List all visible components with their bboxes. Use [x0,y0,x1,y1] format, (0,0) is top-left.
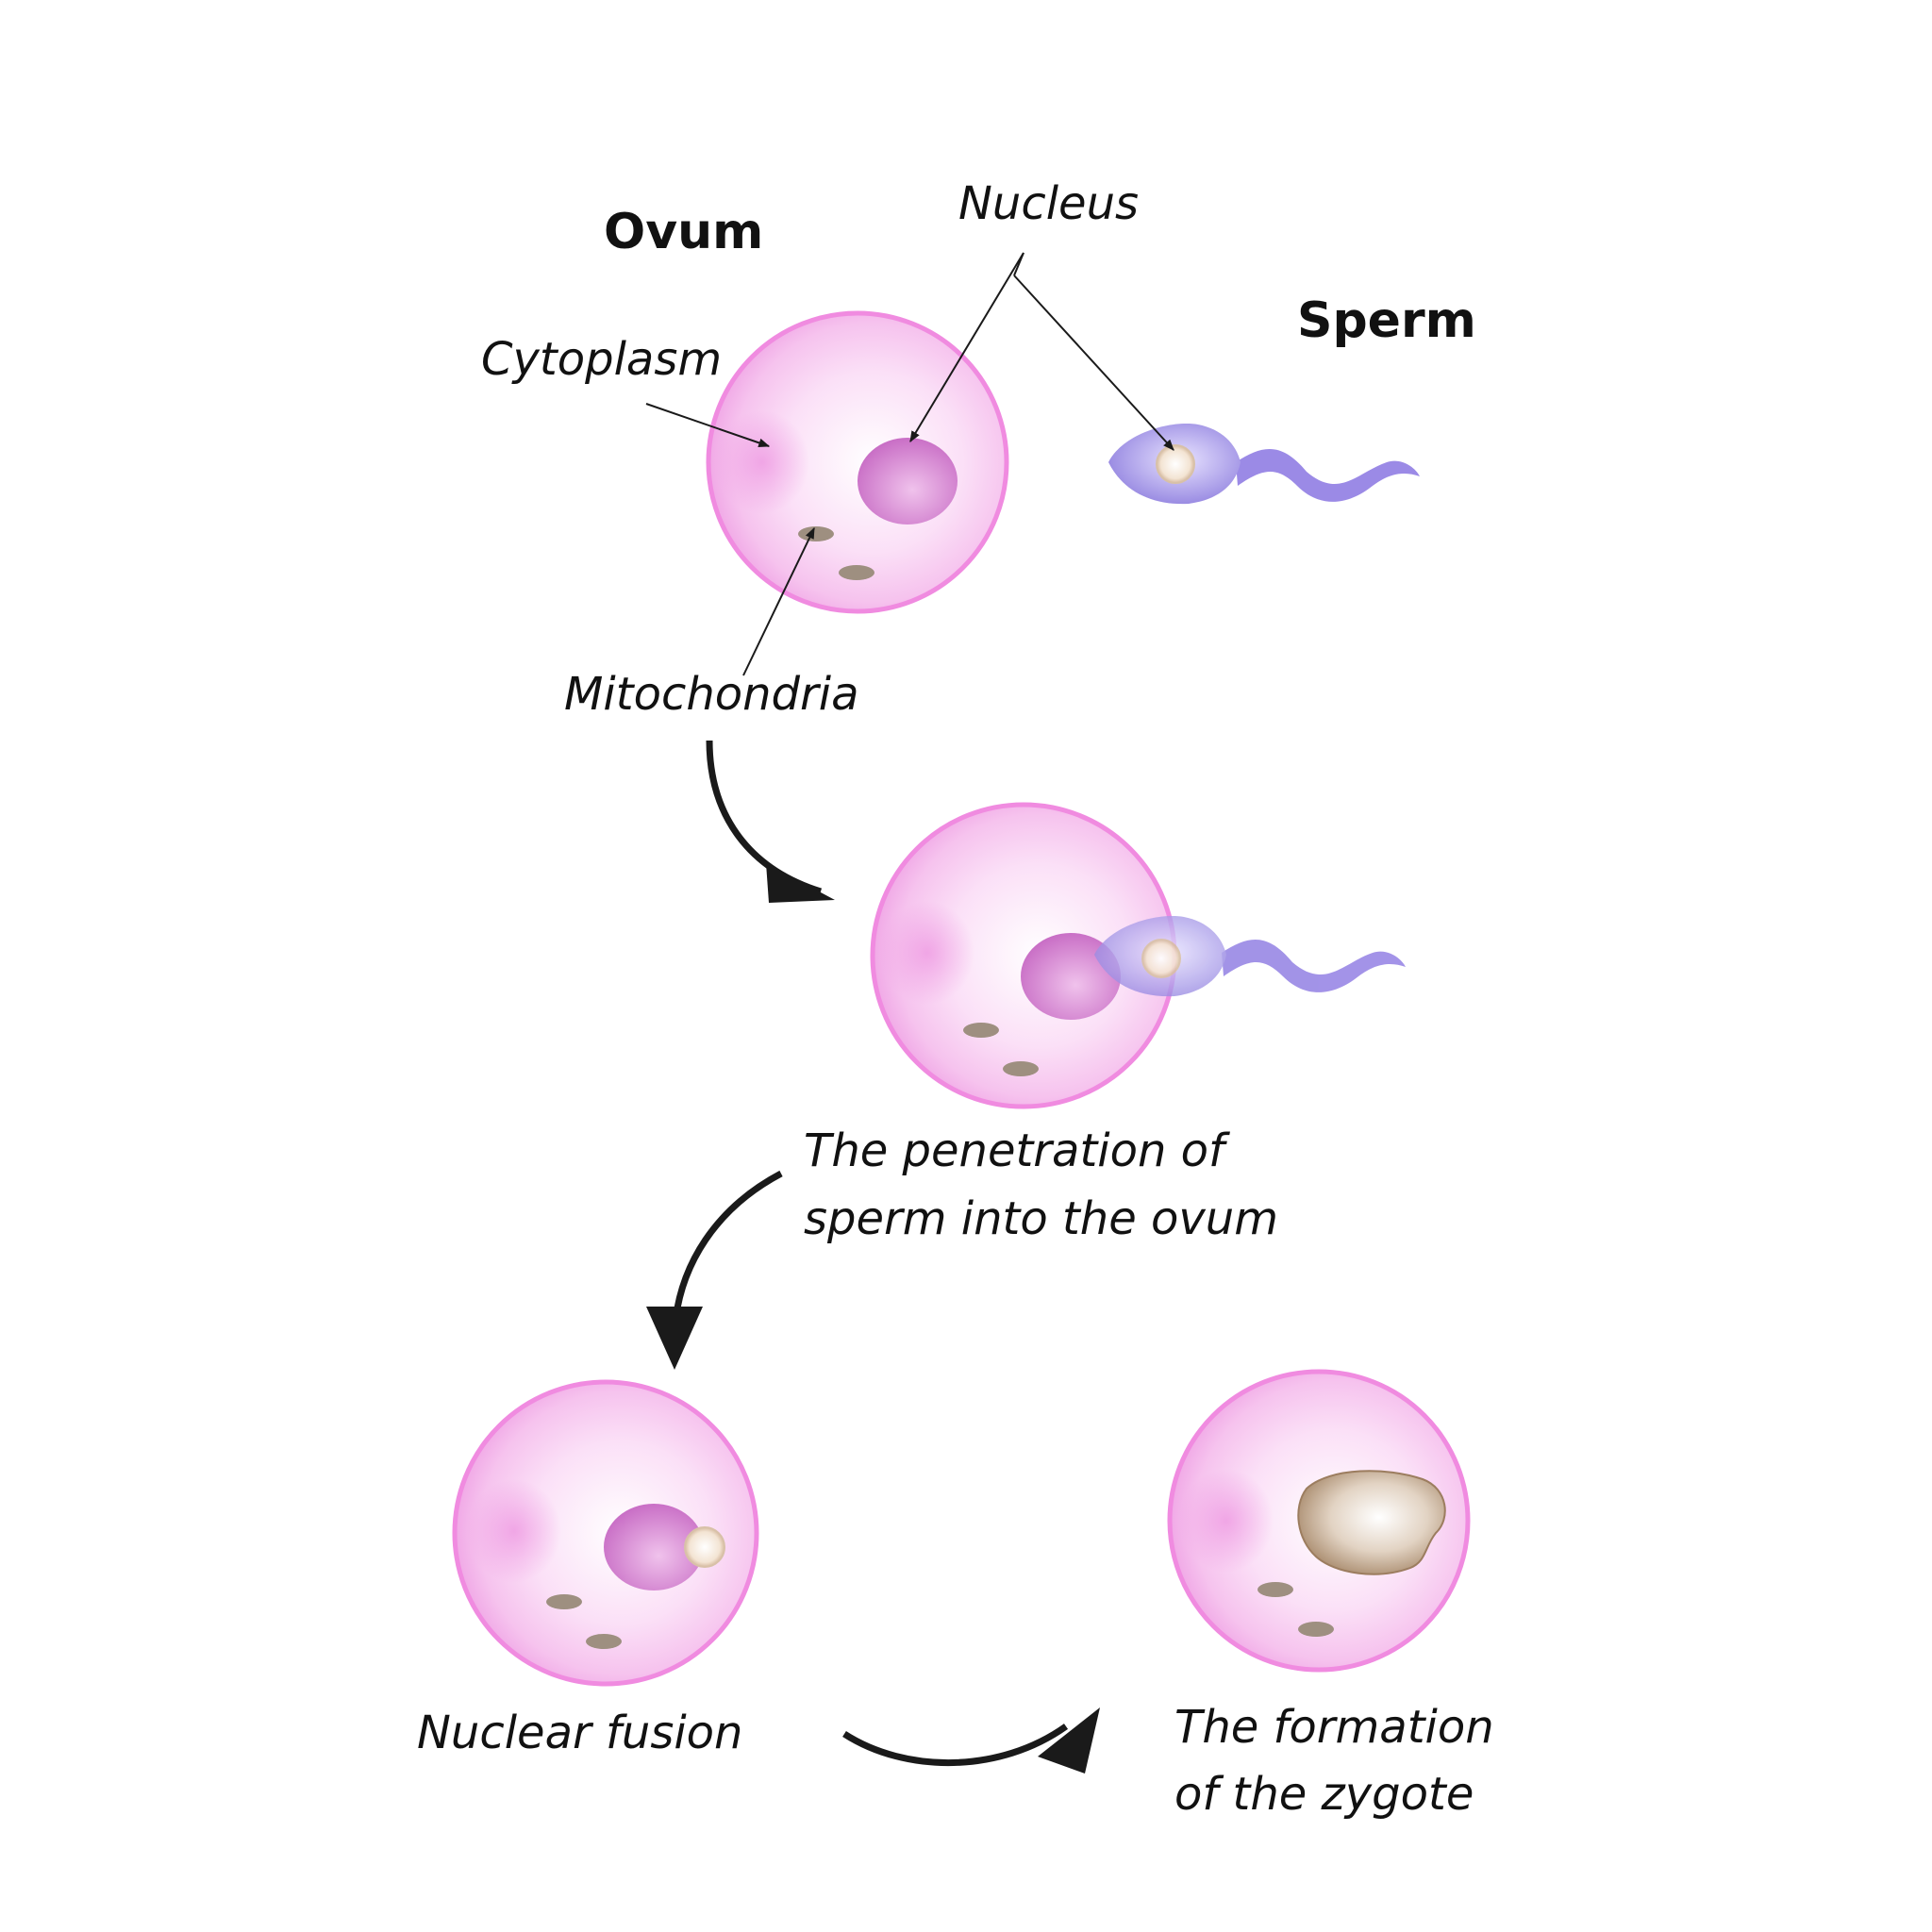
mitochondrion [1003,1061,1039,1076]
zygote-nucleus [1297,1470,1446,1575]
ovum-stage2 [870,802,1177,1109]
mitochondrion [1257,1582,1293,1597]
ovum-cell [452,1379,759,1687]
zygote-label-line2: of the zygote [1174,1768,1474,1821]
mitochondrion [546,1594,582,1609]
penetration-label-line2: sperm into the ovum [804,1192,1278,1245]
mitochondrion [798,526,834,541]
arrow-to-penetration [706,740,823,895]
ovum-blush [1179,1469,1274,1573]
sperm-nucleus [1156,444,1195,484]
zygote-label-line1: The formation [1174,1701,1494,1754]
mitochondria-label: Mitochondria [564,668,859,721]
ovum-stage1 [706,310,1009,614]
mitochondria-leader [742,526,815,676]
arrow-to-zygote [842,1724,1069,1767]
ovum-nucleus [858,438,958,525]
ovum-blush [880,901,974,1005]
sperm-nucleus [1141,939,1181,978]
ovum-label: Ovum [604,204,763,260]
nucleus-leader-join [1013,252,1024,276]
zygote-stage4 [1167,1369,1471,1673]
arrow-head-1 [766,863,835,903]
sperm-stage1 [1108,424,1420,505]
sperm-tail [1236,449,1420,502]
penetration-label-line1: The penetration of [804,1124,1230,1177]
sperm-label: Sperm [1297,292,1476,349]
mitochondrion [963,1023,999,1038]
arrow-to-fusion [671,1170,783,1331]
nucleus-leader-ovum [909,252,1024,443]
nucleus-leader-sperm [1013,275,1174,451]
sperm-nucleus [684,1526,725,1568]
leader-lines [645,252,1174,676]
ovum-blush [467,1479,561,1583]
arrow-head-2 [646,1307,703,1370]
ovum-stage3 [452,1379,759,1687]
nucleus-label: Nucleus [958,177,1139,230]
cytoplasm-label: Cytoplasm [481,333,722,386]
mitochondrion [586,1634,622,1649]
fusion-label: Nuclear fusion [417,1707,742,1759]
sperm-tail [1222,940,1406,992]
sperm-stage2 [1094,916,1406,997]
arrow-head-3 [1038,1707,1100,1774]
cytoplasm-leader [645,403,771,448]
mitochondrion [1298,1622,1334,1637]
mitochondrion [839,565,874,580]
ovum-nucleus [604,1504,704,1591]
ovum-blush [715,410,809,514]
ovum-cell [706,310,1009,614]
